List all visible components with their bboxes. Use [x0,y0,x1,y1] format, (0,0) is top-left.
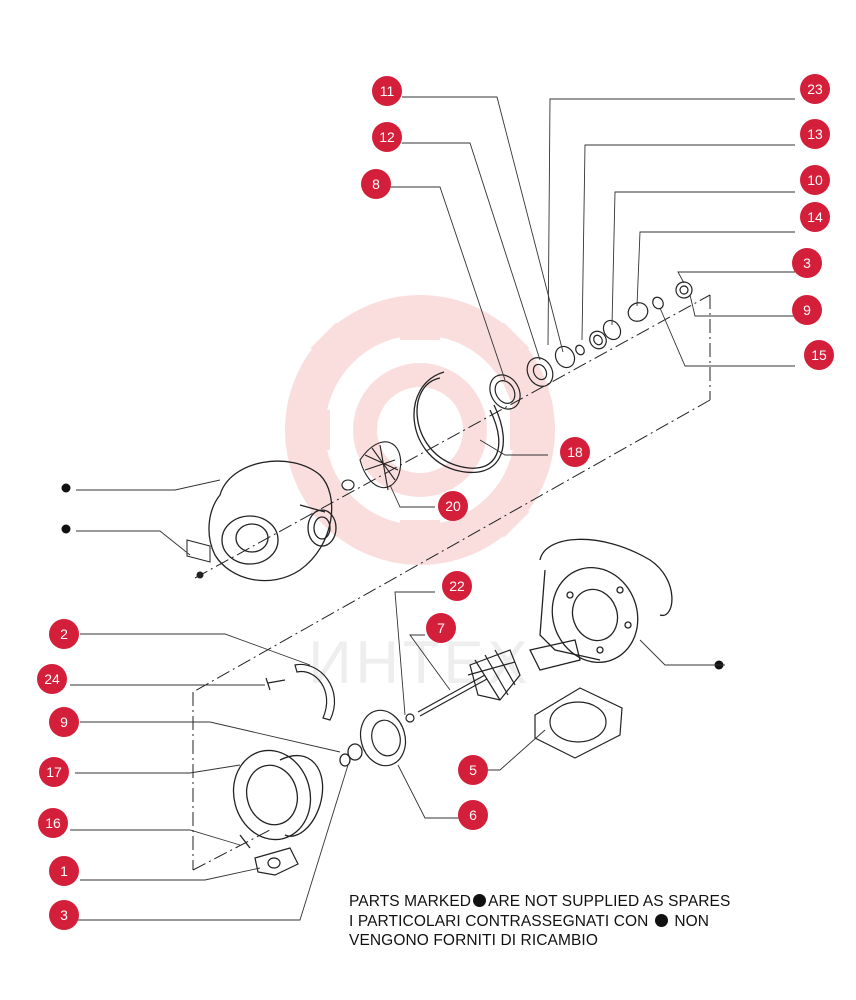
note-line-2: I PARTICOLARI CONTRASSEGNATI CON NON [349,912,710,930]
callout-6: 6 [458,800,488,830]
svg-text:5: 5 [469,762,477,778]
callout-22: 22 [442,571,472,601]
bullet-icon [473,894,487,907]
callout-5: 5 [458,755,488,785]
callout-24: 24 [37,664,67,694]
callout-7: 7 [426,613,456,643]
label-plate [186,539,211,579]
leader-lines [70,96,795,921]
svg-text:10: 10 [807,172,823,188]
svg-text:7: 7 [437,620,445,636]
callout-15: 15 [804,340,834,370]
center-housing [232,743,363,849]
svg-text:12: 12 [379,129,395,145]
svg-text:3: 3 [803,255,811,271]
callout-23: 23 [800,74,830,104]
callout-12: 12 [372,122,402,152]
callout-3-bottom: 3 [49,900,79,930]
compressor-wheel [341,441,402,491]
watermark-text: ИНТЕХ [308,629,531,696]
svg-text:22: 22 [449,578,465,594]
callout-18: 18 [560,437,590,467]
svg-text:14: 14 [807,209,823,225]
callout-17: 17 [39,757,69,787]
bullet-icon [654,913,668,927]
callout-13: 13 [800,119,830,149]
svg-text:9: 9 [803,302,811,318]
svg-text:18: 18 [567,444,583,460]
turbine-gasket [534,687,623,759]
turbine-shaft-wheel [405,649,521,723]
callout-3-top: 3 [792,248,822,278]
callout-16: 16 [38,808,68,838]
callout-10: 10 [800,165,830,195]
svg-text:11: 11 [380,83,395,99]
svg-text:3: 3 [60,907,68,923]
callout-8: 8 [361,169,391,199]
svg-text:8: 8 [372,176,380,192]
callout-9-top: 9 [792,295,822,325]
svg-text:13: 13 [807,126,823,142]
svg-text:9: 9 [60,714,68,730]
note-line-3: VENGONO FORNITI DI RICAMBIO [349,932,598,949]
svg-text:6: 6 [469,807,477,823]
compressor-housing [208,460,337,582]
callouts: 11 23 12 13 8 10 14 3 9 15 18 20 22 7 2 … [37,74,834,930]
callout-1: 1 [49,856,79,886]
heat-shield [359,709,407,767]
svg-text:20: 20 [445,498,461,514]
callout-9-bottom: 9 [49,707,79,737]
callout-20: 20 [438,491,468,521]
svg-text:24: 24 [44,671,60,687]
svg-text:1: 1 [60,863,68,879]
turbine-housing [529,538,673,671]
callout-11: 11 [372,76,402,106]
svg-text:2: 2 [60,626,68,642]
shaft-stack-parts [489,281,693,410]
callout-14: 14 [800,202,830,232]
svg-text:16: 16 [45,815,61,831]
svg-text:15: 15 [811,347,827,363]
svg-text:17: 17 [46,764,62,780]
retaining-plate [265,663,336,721]
svg-text:23: 23 [807,81,823,97]
oil-gasket [254,847,299,876]
snap-ring-large [413,371,504,473]
callout-2: 2 [49,619,79,649]
